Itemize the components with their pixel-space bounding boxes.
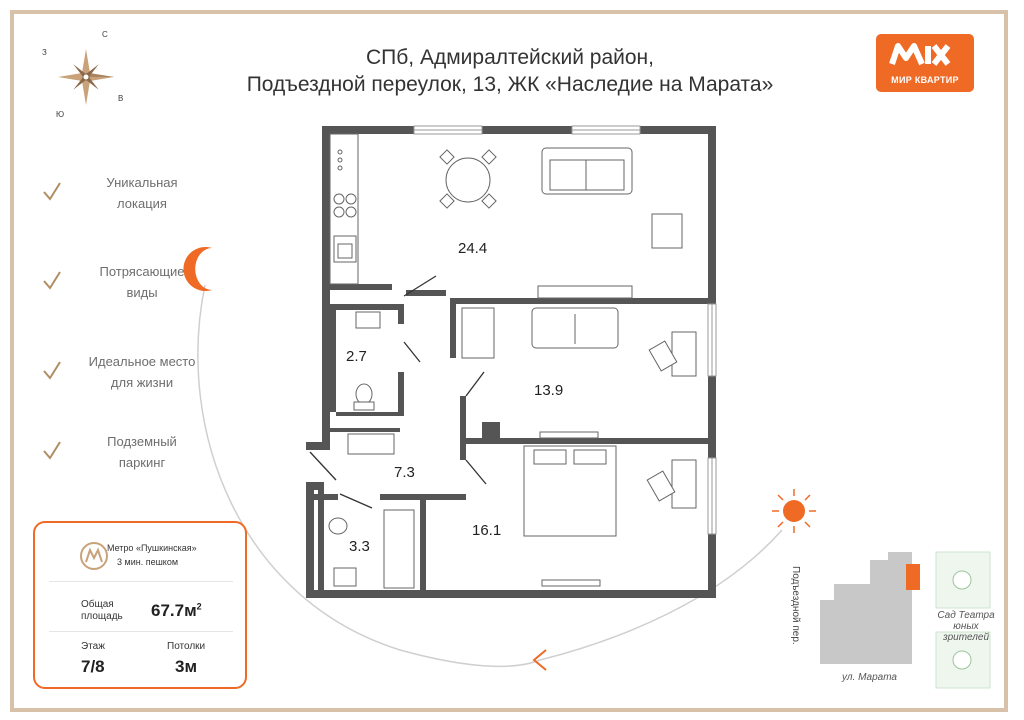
arrow-left-icon bbox=[532, 649, 547, 671]
area-value-number: 67.7м bbox=[151, 601, 197, 620]
dining-table bbox=[439, 149, 497, 209]
compass-south: Ю bbox=[56, 110, 65, 119]
room-area-bedroom: 13.9 bbox=[534, 382, 564, 399]
room-area-master: 16.1 bbox=[472, 522, 502, 539]
garden-fountain bbox=[952, 650, 972, 670]
compass-rose-icon bbox=[58, 49, 115, 105]
feature-item: Потрясающие виды bbox=[42, 261, 202, 301]
feature-line: для жизни bbox=[110, 375, 174, 390]
room-area-living: 24.4 bbox=[458, 240, 488, 257]
feature-text: Идеальное место для жизни bbox=[82, 351, 202, 393]
compass-east: В bbox=[118, 94, 124, 103]
compass-west: З bbox=[42, 48, 47, 57]
ceiling-label: Потолки bbox=[167, 641, 206, 652]
feature-item: Уникальная локация bbox=[42, 172, 202, 212]
feature-line: паркинг bbox=[118, 455, 166, 470]
room-area-bathroom: 2.7 bbox=[346, 348, 367, 365]
divider bbox=[49, 581, 233, 582]
brand-logo: МИР КВАРТИР bbox=[876, 34, 974, 92]
moon-icon bbox=[183, 247, 212, 291]
brand-name: МИР КВАРТИР bbox=[891, 75, 959, 85]
room-area-hall: 7.3 bbox=[394, 464, 415, 481]
checkmark-icon bbox=[43, 182, 61, 201]
feature-text: Потрясающие виды bbox=[82, 261, 202, 303]
address-line-2: Подъездной переулок, 13, ЖК «Наследие на… bbox=[246, 73, 774, 96]
feature-text: Подземный паркинг bbox=[82, 431, 202, 473]
address-title: СПб, Адмиралтейский район, Подъездной пе… bbox=[200, 44, 820, 98]
area-label-line: Общая bbox=[81, 599, 114, 610]
metro-name: Метро «Пушкинская» bbox=[107, 543, 197, 553]
area-value-unit: 2 bbox=[196, 601, 202, 612]
garden-fountain bbox=[952, 570, 972, 590]
feature-line: виды bbox=[126, 285, 158, 300]
sun-icon bbox=[772, 489, 816, 533]
info-card: Метро «Пушкинская» 3 мин. пешком Общая п… bbox=[33, 521, 247, 689]
room-area-bath: 3.3 bbox=[349, 538, 370, 555]
address-line-1: СПб, Адмиралтейский район, bbox=[366, 46, 654, 69]
compass-north: С bbox=[102, 30, 108, 39]
garden-label-line: Сад Театра bbox=[937, 610, 995, 621]
master-bed bbox=[523, 445, 697, 587]
garden-label: Сад Театра юных зрителей bbox=[930, 610, 1002, 643]
area-label: Общая площадь bbox=[81, 599, 123, 623]
feature-item: Подземный паркинг bbox=[42, 431, 202, 471]
checkmark-icon bbox=[43, 271, 61, 290]
feature-line: Потрясающие bbox=[99, 264, 185, 279]
garden-label-line: юных зрителей bbox=[942, 621, 990, 643]
floor-value: 7/8 bbox=[81, 657, 105, 676]
apartment-marker bbox=[906, 564, 920, 590]
brand-mark-icon bbox=[889, 43, 951, 66]
checkmark-icon bbox=[43, 361, 61, 380]
feature-line: Подземный bbox=[107, 434, 177, 449]
metro-icon bbox=[80, 542, 108, 570]
street-label-bottom: ул. Марата bbox=[842, 672, 897, 683]
bedroom-furniture bbox=[461, 307, 697, 439]
floor-label: Этаж bbox=[81, 641, 105, 652]
page-frame bbox=[10, 10, 1008, 712]
feature-text: Уникальная локация bbox=[82, 172, 202, 214]
feature-line: Идеальное место bbox=[88, 354, 196, 369]
checkmark-icon bbox=[43, 441, 61, 460]
area-label-line: площадь bbox=[81, 611, 123, 622]
feature-item: Идеальное место для жизни bbox=[42, 351, 202, 391]
feature-line: Уникальная bbox=[106, 175, 178, 190]
building-footprint bbox=[820, 552, 912, 664]
sun-path-arc bbox=[197, 284, 541, 668]
area-value: 67.7м2 bbox=[151, 601, 202, 621]
street-label-side: Подъездной пер. bbox=[790, 566, 801, 645]
compass: С З В Ю bbox=[40, 30, 140, 120]
metro-walk-time: 3 мин. пешком bbox=[117, 557, 179, 567]
ceiling-value: 3м bbox=[175, 657, 198, 676]
feature-line: локация bbox=[117, 196, 167, 211]
sun-path-arc bbox=[539, 529, 783, 661]
living-sofa bbox=[537, 147, 683, 299]
divider bbox=[49, 631, 233, 632]
